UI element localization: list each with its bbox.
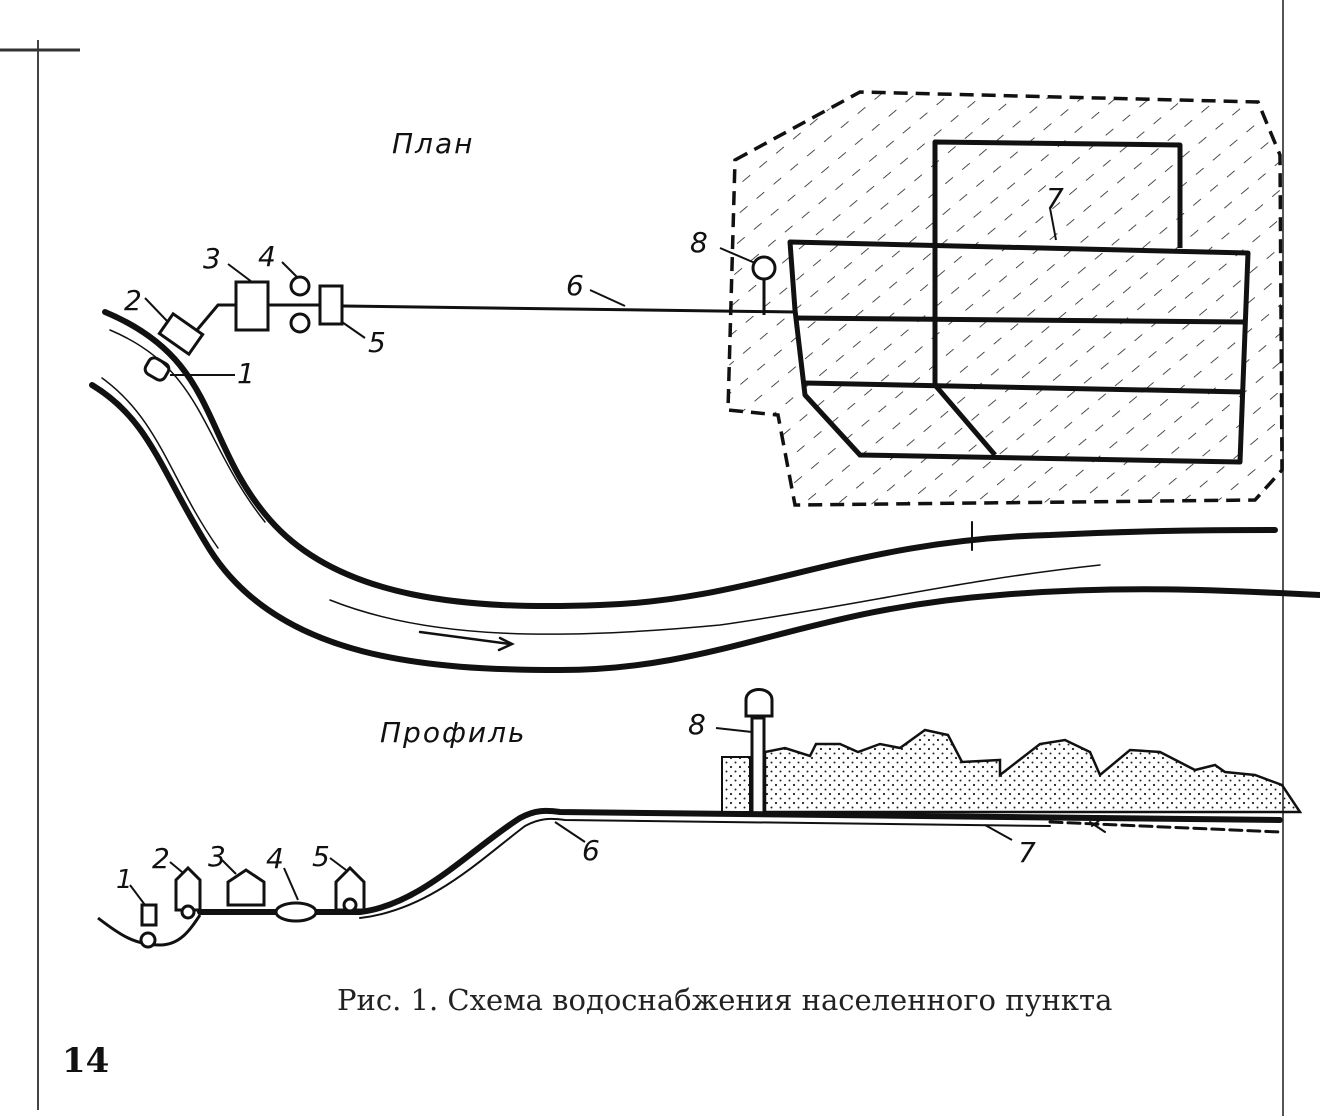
profile-label-5: 5 (312, 840, 330, 873)
pipeline-profile (197, 807, 1283, 919)
plan-label-1: 1 (237, 357, 255, 390)
profile-structures (97, 865, 366, 949)
profile-label-3: 3 (208, 840, 226, 873)
distribution-network (787, 139, 1251, 465)
town-silhouette (721, 728, 1303, 814)
settlement-area (726, 90, 1284, 507)
profile-label-4: 4 (266, 842, 284, 875)
profile-title: Профиль (380, 716, 527, 749)
water-tower-profile (715, 688, 774, 815)
plan-structures (143, 275, 344, 382)
plan-label-8: 8 (690, 226, 708, 259)
figure-caption: Рис. 1. Схема водоснабжения населенного … (337, 983, 1112, 1017)
profile-label-7: 7 (1018, 836, 1036, 869)
profile-label-8: 8 (688, 708, 706, 741)
plan-label-3: 3 (203, 242, 221, 275)
plan-label-7: 7 (1046, 182, 1064, 215)
plan-label-2: 2 (124, 284, 142, 317)
profile-label-6: 6 (582, 834, 600, 867)
main-conduit (342, 304, 796, 314)
plan-leaders (144, 207, 1057, 376)
river (89, 309, 1320, 674)
profile-leaders (129, 821, 1013, 906)
page-number: 14 (62, 1041, 109, 1081)
profile-label-1: 1 (116, 865, 133, 895)
plan-label-5: 5 (368, 326, 386, 359)
water-tower-plan (719, 247, 777, 315)
plan-title: План (392, 127, 474, 160)
plan-label-6: 6 (566, 269, 584, 302)
plan-label-4: 4 (258, 240, 276, 273)
profile-label-2: 2 (152, 842, 170, 875)
